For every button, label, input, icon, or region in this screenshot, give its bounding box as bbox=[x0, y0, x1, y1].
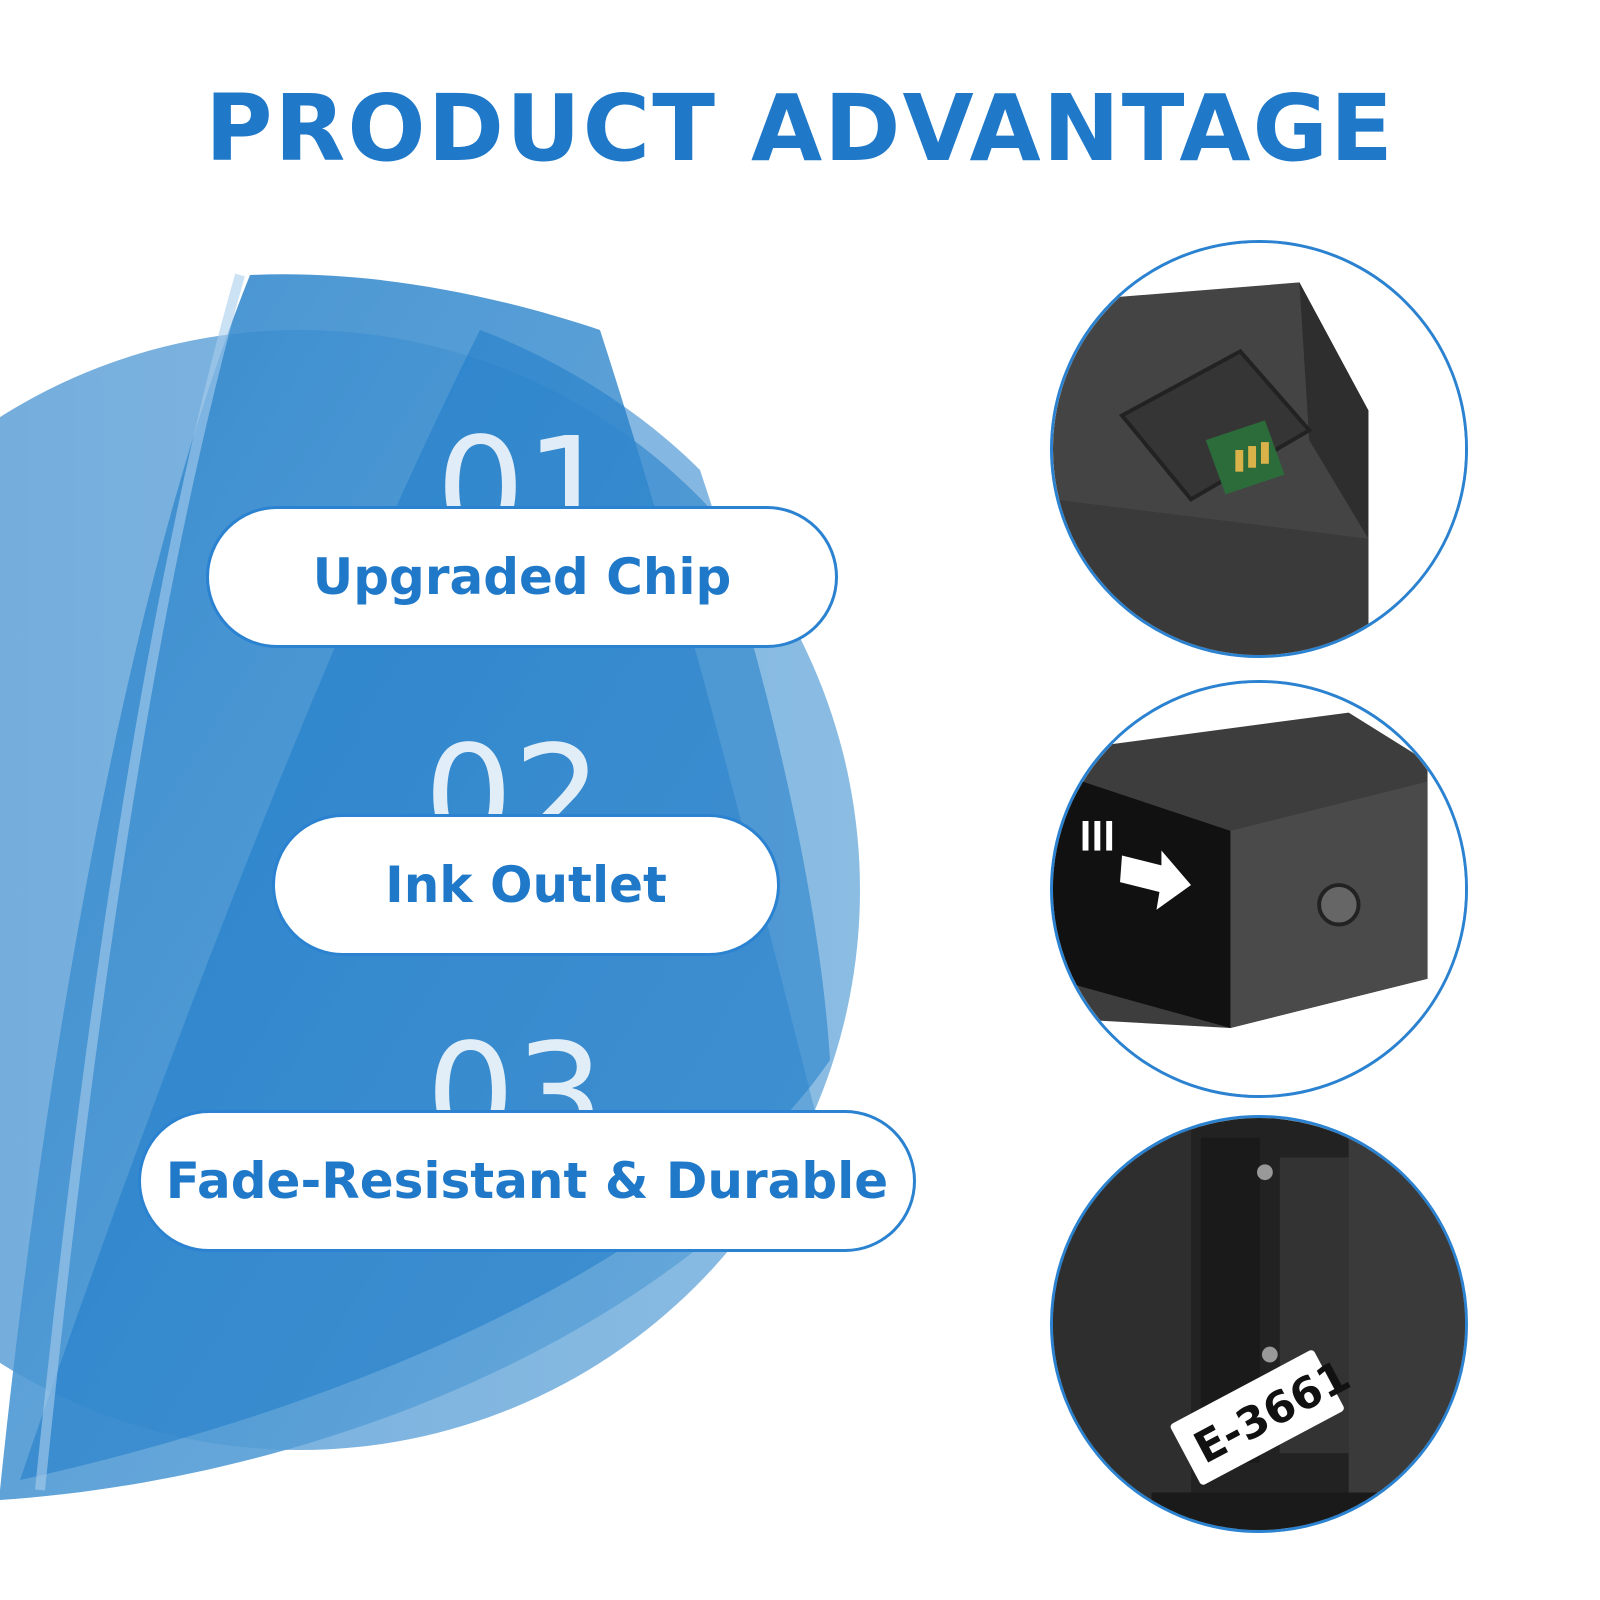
feature-pill-upgraded-chip: Upgraded Chip bbox=[206, 506, 838, 648]
feature-pill-ink-outlet: Ink Outlet bbox=[272, 814, 780, 956]
feature-label: Upgraded Chip bbox=[312, 548, 732, 606]
step-number-2: 02 bbox=[424, 728, 603, 820]
feature-label: Ink Outlet bbox=[385, 856, 667, 914]
cartridge-chip-photo bbox=[1050, 240, 1468, 658]
installed-cartridge-photo: E-3661 bbox=[1050, 1115, 1468, 1533]
step-number-1: 01 bbox=[436, 420, 615, 512]
step-number-3: 03 bbox=[426, 1026, 605, 1118]
page-title: PRODUCT ADVANTAGE bbox=[205, 75, 1395, 182]
feature-pill-fade-resistant: Fade-Resistant & Durable bbox=[138, 1110, 916, 1252]
ink-outlet-photo bbox=[1050, 680, 1468, 1098]
feature-label: Fade-Resistant & Durable bbox=[165, 1152, 889, 1210]
